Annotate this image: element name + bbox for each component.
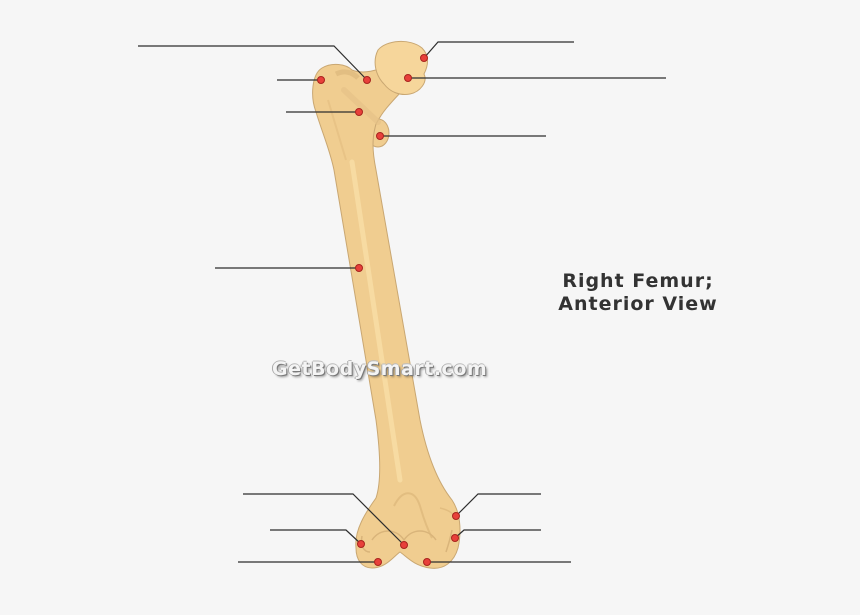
marker-lateral-epicondyle[interactable]: [357, 540, 365, 548]
marker-greater-trochanter[interactable]: [317, 76, 325, 84]
leader-line-adductor-tubercle: [455, 493, 541, 517]
leader-line-fovea: [423, 41, 574, 59]
bone-shading: [327, 69, 457, 553]
marker-patellar-surface[interactable]: [400, 541, 408, 549]
marker-adductor-tubercle[interactable]: [452, 512, 460, 520]
marker-intertrochanteric[interactable]: [355, 108, 363, 116]
femoral-head-shape: [374, 41, 428, 95]
marker-lateral-condyle[interactable]: [374, 558, 382, 566]
watermark: GetBodySmart.com: [272, 358, 488, 380]
diagram-title: Right Femur; Anterior View: [540, 270, 736, 316]
marker-medial-condyle[interactable]: [423, 558, 431, 566]
leader-line-neck: [138, 45, 368, 81]
marker-medial-epicondyle[interactable]: [451, 534, 459, 542]
leader-line-medial-epicondyle: [454, 529, 541, 539]
title-line-2: Anterior View: [558, 293, 718, 315]
title-line-1: Right Femur;: [562, 270, 714, 292]
label-markers: [317, 54, 460, 566]
marker-head[interactable]: [404, 74, 412, 82]
marker-shaft[interactable]: [355, 264, 363, 272]
femur-bone: [312, 41, 461, 569]
marker-fovea[interactable]: [420, 54, 428, 62]
marker-neck[interactable]: [363, 76, 371, 84]
leader-lines: [138, 41, 666, 563]
leader-line-patellar-surface: [243, 493, 405, 546]
marker-lesser-trochanter[interactable]: [376, 132, 384, 140]
leader-line-lateral-epicondyle: [270, 529, 362, 545]
